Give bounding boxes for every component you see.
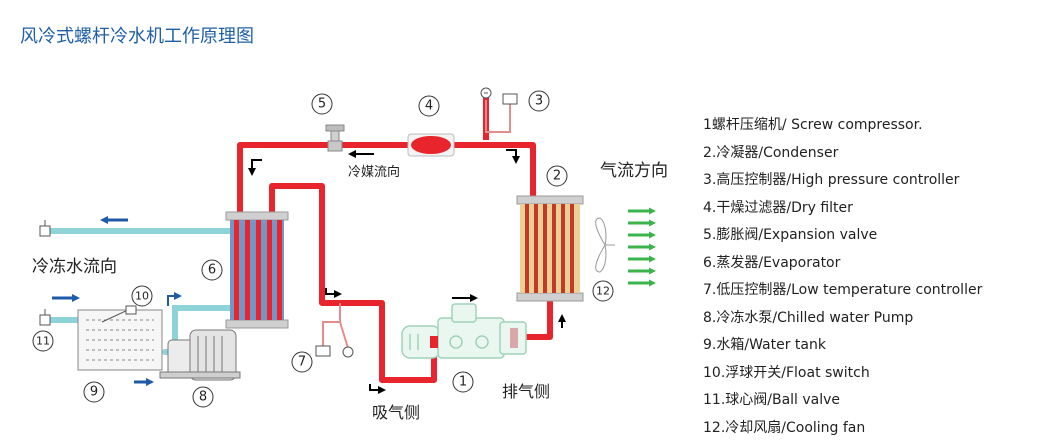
legend-item-high-pressure-controller: 3.高压控制器/High pressure controller [703, 172, 960, 188]
low-pressure-controller [315, 345, 354, 358]
cooling-fan [595, 217, 615, 273]
legend-item-condenser: 2.冷凝器/Condenser [703, 144, 839, 161]
chilled-water-flow-label: 冷冻水流向 [32, 257, 117, 277]
water-tank [77, 309, 163, 371]
refrigerant-direction-arrows [248, 149, 566, 394]
marker-6: 6 [208, 263, 216, 278]
diagram-title: 风冷式螺杆冷水机工作原理图 [20, 26, 254, 47]
marker-8: 8 [199, 390, 207, 405]
component-legend: 1螺杆压缩机/ Screw compressor. 2.冷凝器/Condense… [703, 112, 1043, 442]
float-switch [101, 305, 137, 323]
legend-item-evaporator: 6.蒸发器/Evaporator [703, 254, 841, 271]
marker-9: 9 [90, 385, 98, 400]
air-flow-label: 气流方向 [600, 161, 668, 181]
legend-item-screw-compressor: 1螺杆压缩机/ Screw compressor. [703, 117, 923, 133]
high-pressure-controller [480, 87, 518, 105]
number-markers [32, 90, 614, 408]
evaporator [225, 211, 289, 329]
chilled-water-pump [159, 329, 241, 381]
pressure-switch-lines [322, 100, 511, 349]
legend-item-low-temperature-controller: 7.低压控制器/Low temperature controller [703, 282, 983, 298]
legend-item-expansion-valve: 5.膨胀阀/Expansion valve [703, 227, 878, 243]
suction-side-label: 吸气侧 [372, 403, 420, 422]
marker-11: 11 [36, 335, 50, 348]
marker-10: 10 [135, 290, 149, 303]
screw-compressor [401, 303, 527, 359]
marker-4: 4 [425, 99, 433, 114]
discharge-side-label: 排气侧 [502, 382, 550, 401]
marker-3: 3 [535, 94, 543, 109]
marker-5: 5 [318, 97, 326, 112]
refrigerant-pipes [237, 95, 553, 383]
legend-item-cooling-fan: 12.冷却风扇/Cooling fan [703, 419, 866, 436]
legend-item-chilled-water-pump: 8.冷冻水泵/Chilled water Pump [703, 309, 914, 326]
refrigerant-flow-label: 冷媒流向 [348, 164, 400, 180]
marker-12: 12 [596, 285, 610, 298]
expansion-valve [325, 124, 345, 152]
water-return-arrow [167, 292, 182, 306]
marker-7: 7 [298, 355, 306, 370]
dry-filter [407, 133, 455, 157]
legend-item-dry-filter: 4.干燥过滤器/Dry filter [703, 199, 853, 216]
number-marker-labels: 1 2 3 4 5 6 7 8 9 10 11 12 [36, 94, 610, 405]
marker-2: 2 [553, 169, 561, 184]
condenser [516, 195, 584, 302]
marker-1: 1 [459, 375, 467, 390]
air-flow-arrows [628, 207, 656, 287]
ball-valves [39, 220, 51, 326]
legend-item-water-tank: 9.水箱/Water tank [703, 337, 826, 353]
legend-item-float-switch: 10.浮球开关/Float switch [703, 364, 870, 381]
legend-item-ball-valve: 11.球心阀/Ball valve [703, 392, 841, 408]
water-flow-arrows [52, 216, 154, 386]
